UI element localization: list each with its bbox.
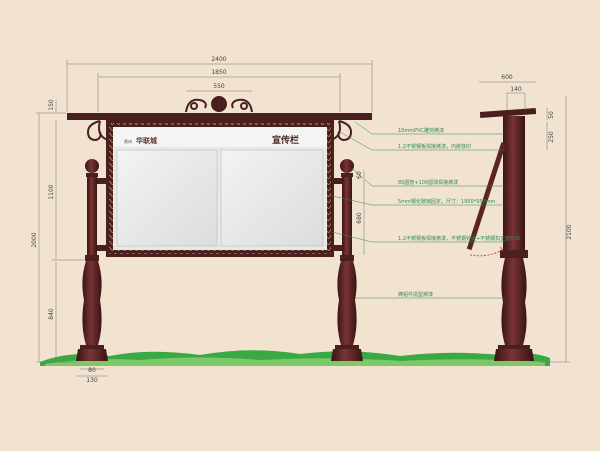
- note-tempered-glass: 5mm钢化玻璃固定，尺寸：1950*950mm: [398, 198, 496, 205]
- dim-inner-width: 1850: [211, 69, 226, 76]
- note-round-tube: 85圆管+100圆球焊接烤漆: [398, 179, 458, 186]
- post-left: [76, 159, 108, 361]
- brand-small: 贵州: [124, 138, 132, 144]
- scroll-left: [86, 120, 109, 142]
- dim-side-total: 2100: [566, 224, 573, 239]
- grass: [40, 350, 550, 366]
- note-hinge: 1.2不锈钢板焊接烤漆，不锈钢铰链+不锈钢扣正面开启: [398, 235, 520, 242]
- glass-pane-left: [116, 149, 218, 247]
- note-cast-aluminum: 铸铝件造型烤漆: [398, 291, 433, 298]
- note-pvc-carving: 10mmPVC雕刻烤漆: [398, 127, 444, 134]
- dim-side-250: 250: [548, 131, 555, 143]
- crest-ornament: [185, 96, 253, 113]
- callout-leaders: [327, 121, 505, 299]
- dim-crest-width: 550: [213, 83, 225, 90]
- dim-side-top: 140: [510, 86, 522, 93]
- post-right: [331, 159, 363, 361]
- side-column: [503, 116, 525, 256]
- side-view: [466, 108, 537, 361]
- side-leg: [501, 258, 527, 345]
- glass-pane-right: [220, 149, 324, 247]
- front-view: 贵州 华联城 宣传栏: [67, 96, 372, 361]
- brand-name: 华联城: [136, 136, 157, 145]
- dim-base-130: 130: [86, 377, 98, 384]
- dim-top-cap: 150: [48, 99, 55, 111]
- dim-panel-height: 680: [356, 212, 363, 224]
- dim-side-width: 600: [501, 74, 513, 81]
- dim-side-50: 50: [548, 111, 555, 119]
- dim-height-total: 2000: [31, 232, 38, 247]
- dim-overall-width: 2400: [211, 56, 226, 63]
- dim-base-80: 80: [88, 367, 96, 374]
- note-steel-plate: 1.2不锈钢板焊接烤漆，内嵌铁印: [398, 143, 471, 150]
- board-title: 宣传栏: [272, 134, 299, 146]
- top-beam: [67, 113, 372, 120]
- dim-height-lower: 840: [48, 308, 55, 320]
- dim-height-upper: 1100: [48, 184, 55, 199]
- side-door-open: [466, 142, 507, 251]
